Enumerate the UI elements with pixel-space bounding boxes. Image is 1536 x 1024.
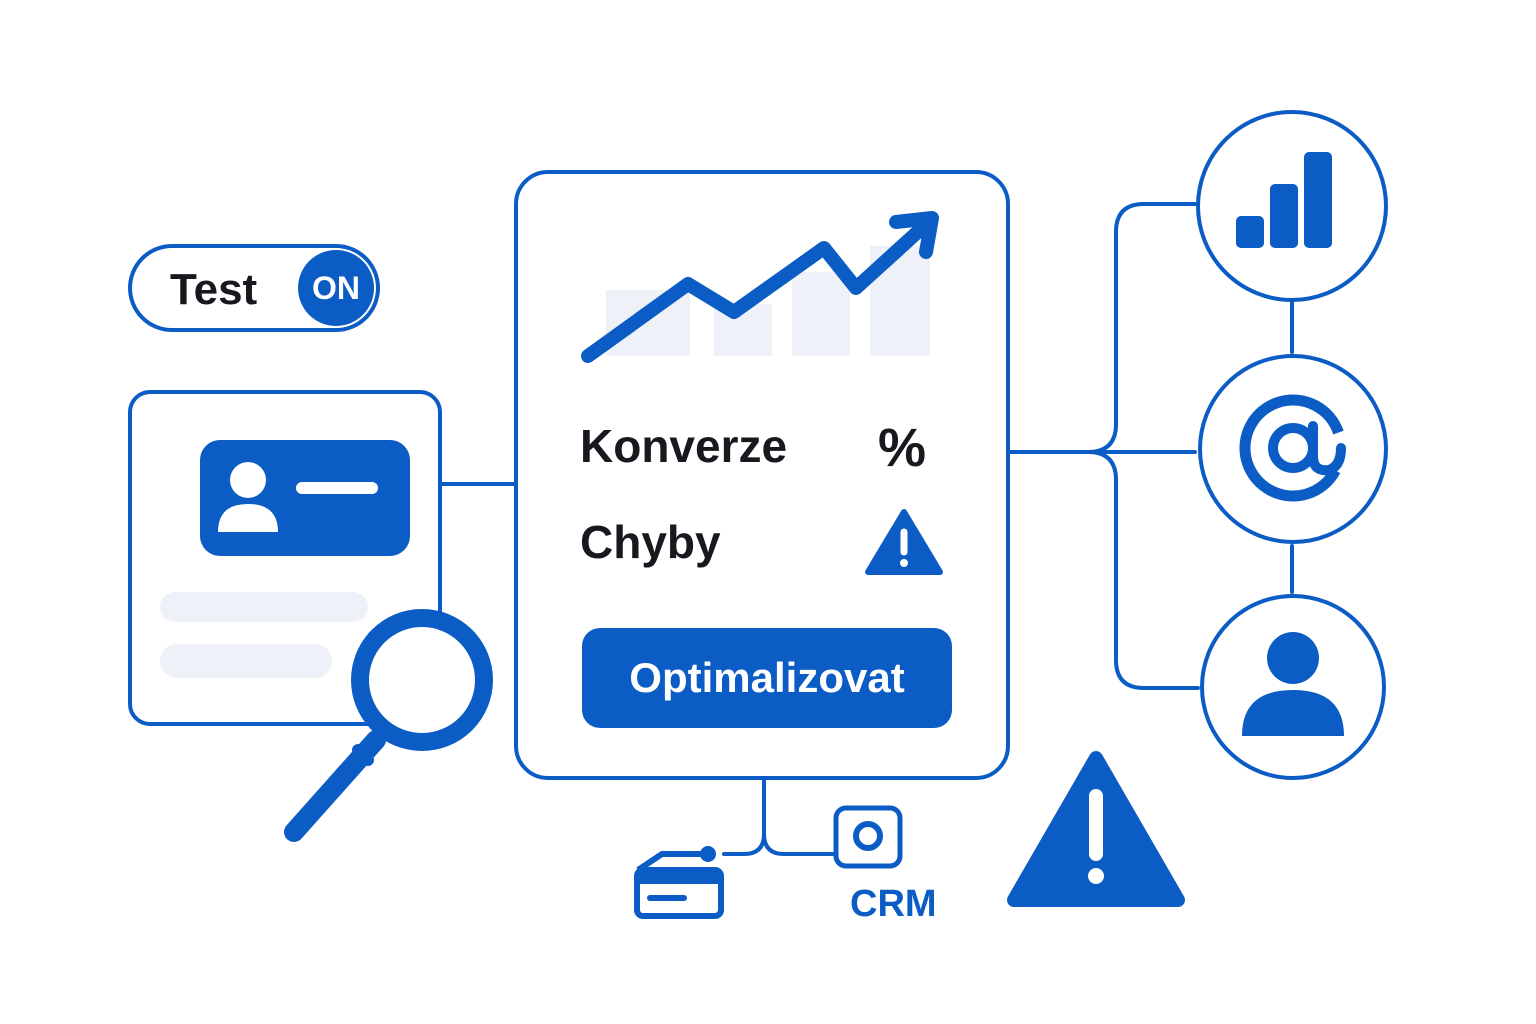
test-toggle[interactable]: Test ON bbox=[128, 244, 380, 332]
crm-label: CRM bbox=[850, 883, 937, 925]
magnifier-icon bbox=[284, 609, 493, 842]
toggle-label: Test bbox=[170, 265, 258, 314]
percent-value: % bbox=[878, 418, 927, 478]
optimize-button[interactable]: Optimalizovat bbox=[582, 628, 952, 728]
warning-icon bbox=[865, 509, 943, 575]
toggle-state-knob: ON bbox=[298, 250, 374, 326]
warning-icon bbox=[1007, 751, 1185, 907]
crm-icon bbox=[833, 805, 903, 869]
user-card-icon bbox=[200, 440, 410, 556]
trend-up-chart-icon bbox=[581, 211, 939, 363]
metric-label-chyby: Chyby bbox=[580, 516, 721, 568]
user-icon[interactable] bbox=[1198, 592, 1388, 782]
placeholder-line bbox=[160, 644, 332, 678]
user-avatar-icon bbox=[218, 462, 378, 532]
bar-chart-icon[interactable] bbox=[1194, 108, 1390, 304]
metric-label-konverze: Konverze bbox=[580, 420, 788, 472]
at-sign-icon[interactable] bbox=[1196, 352, 1390, 546]
placeholder-line bbox=[160, 592, 368, 622]
credit-card-icon bbox=[634, 846, 724, 919]
